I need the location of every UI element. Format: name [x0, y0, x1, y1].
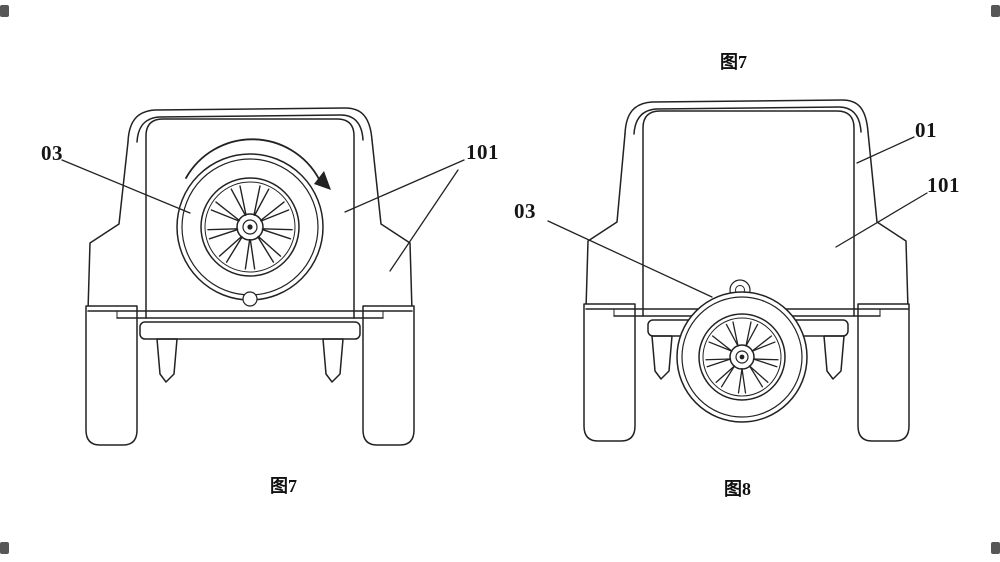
callout-03-fig7: 03	[41, 141, 63, 165]
rotation-arrow	[185, 138, 331, 190]
wheel-right	[362, 305, 415, 446]
wheel-left	[85, 305, 138, 446]
tire-mount-tab	[242, 291, 258, 307]
fig7-vehicle-rear-view	[61, 107, 465, 446]
leader-line-03	[61, 159, 191, 214]
fig8-vehicle-rear-view	[547, 99, 928, 442]
hub-outer	[729, 344, 755, 370]
hub-center	[739, 354, 745, 360]
frame-leg-right	[322, 338, 344, 383]
wheel-right	[857, 303, 910, 442]
rim-outer	[200, 177, 300, 277]
hub-center	[247, 224, 253, 230]
frame-leg-left	[156, 338, 178, 383]
callout-03-fig8: 03	[514, 199, 536, 223]
callout-01-fig8: 01	[915, 118, 937, 142]
frame-leg-right	[823, 335, 845, 380]
frame-leg-left	[651, 335, 673, 380]
rear-door-panel	[145, 118, 355, 319]
roof-inner-line	[633, 106, 862, 135]
scan-artifact-top-left	[0, 5, 9, 17]
leader-line-101	[835, 192, 928, 248]
rim-outer	[698, 313, 786, 401]
roof-outline	[127, 107, 373, 143]
spare-tire	[176, 153, 324, 307]
hub-inner	[242, 219, 258, 235]
scan-artifact-bottom-right	[991, 542, 1000, 554]
scan-artifact-top-right	[991, 5, 1000, 17]
body-side-right	[867, 131, 909, 310]
hub-inner	[735, 350, 749, 364]
body-side-left	[87, 141, 129, 312]
figure-ref-top: 图7	[720, 52, 747, 72]
hub-outer	[236, 213, 264, 241]
spare-tire	[676, 279, 808, 423]
rim-inner	[702, 317, 782, 397]
leader-line-03	[547, 220, 713, 298]
rim-inner	[204, 181, 296, 273]
callout-101-fig8: 101	[927, 173, 960, 197]
roof-inner-line	[136, 114, 364, 143]
bumper-bar	[139, 321, 361, 340]
caption-fig7: 图7	[270, 476, 297, 496]
body-side-left	[585, 133, 626, 310]
caption-fig8: 图8	[724, 479, 751, 499]
rotation-arrow-head	[314, 171, 331, 190]
rotation-arrow-arc	[185, 138, 320, 180]
rear-door-panel	[642, 110, 855, 317]
tire-inner	[681, 296, 803, 418]
scan-artifact-bottom-left	[0, 542, 9, 554]
leader-line-101-a	[344, 159, 465, 213]
leader-line-101-b	[389, 169, 459, 272]
callout-101-fig7: 101	[466, 140, 499, 164]
body-side-right	[371, 139, 413, 312]
leader-line-01	[856, 136, 915, 164]
wheel-left	[583, 303, 636, 442]
roof-outline	[624, 99, 869, 135]
